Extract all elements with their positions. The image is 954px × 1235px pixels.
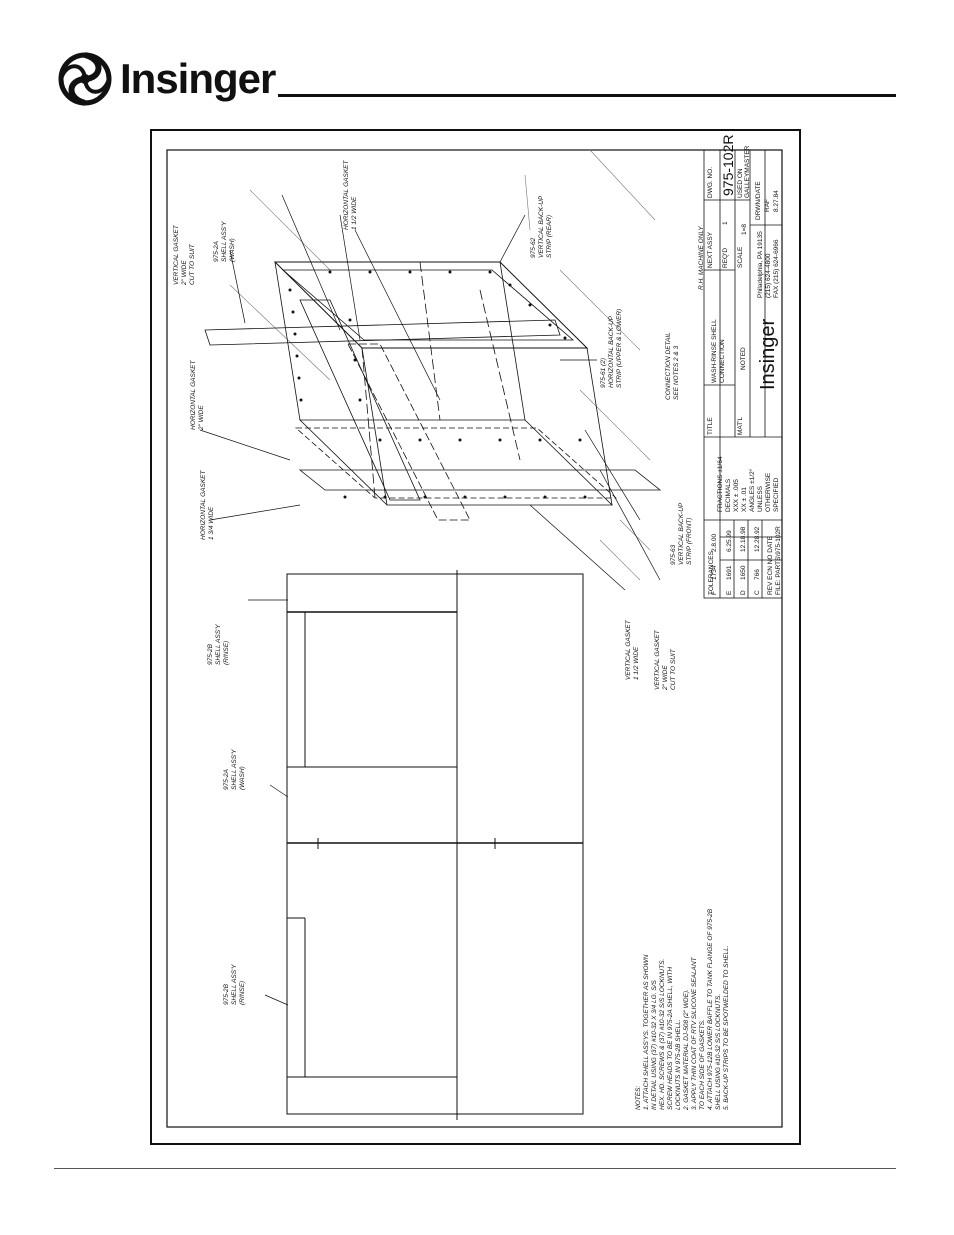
ecn-c: 766 (754, 569, 761, 580)
callout-connection-detail: CONNECTION DETAILSEE NOTES 2 & 3 (665, 332, 680, 400)
reqd-value: 1 (722, 221, 729, 225)
callout-shell-2a-top: 975-2ASHELL ASS'Y(WASH) (213, 221, 236, 262)
rev-e: E (726, 590, 733, 595)
callout-shell-2b-bottom: 975-2BSHELL ASS'Y(RINSE) (223, 964, 246, 1005)
rev-f: F (711, 591, 718, 595)
bolt-holes (288, 270, 587, 499)
scale-value: 1=8 (741, 224, 748, 235)
drawn-by: RAF (764, 199, 771, 212)
drawn-date: 8.27.84 (773, 190, 780, 212)
title-block (703, 149, 783, 599)
file-name: FILE: PARTS\975-102R (775, 526, 782, 595)
drawn-label: DRWN/DATE (755, 181, 762, 220)
date-e: 6.25.99 (726, 530, 733, 552)
date-f: 2.8.00 (711, 534, 718, 552)
reqd-label: REQ'D (722, 248, 729, 268)
title-value: WASH-RINSE SHELLCONNECTION (711, 319, 726, 383)
callout-horiz-gasket-112: HORIZONTAL GASKET1 1/2 WIDE (343, 160, 358, 230)
callout-labels: 975-2BSHELL ASS'Y(RINSE) 975-2ASHELL ASS… (173, 160, 705, 1005)
brand-name: Insinger (120, 55, 276, 102)
company-name: Insinger (757, 319, 779, 390)
swirl-logo-icon (58, 52, 112, 106)
dwg-no: 975-102R (720, 135, 736, 197)
ecn-e: 1691 (726, 565, 733, 580)
title-block-text: TOLERANCES FRACTIONS ±1/64DECIMALSXXX ± … (707, 135, 782, 596)
callout-strip-61: 975-61 (2)HORIZONTAL BACK-UPSTRIP (UPPER… (600, 309, 623, 388)
tolerances-label: TOLERANCES (708, 550, 715, 595)
title-label: TITLE (707, 417, 714, 435)
callout-horiz-gasket-134: HORIZONTAL GASKET1 3/4 WIDE (200, 470, 215, 540)
header-rule (278, 94, 896, 97)
callout-shell-2a-mid: 975-2ASHELL ASS'Y(WASH) (223, 749, 246, 790)
matl-value: NOTED (740, 347, 747, 370)
next-assy-label: NEXT ASSY (707, 231, 714, 268)
ecn-d: 1650 (740, 565, 747, 580)
callout-shell-2b-top: 975-2BSHELL ASS'Y(RINSE) (207, 624, 230, 665)
used-on-value: GALLEYMASTER (744, 145, 751, 198)
callout-vert-gasket-top: VERTICAL GASKET2" WIDECUT TO SUIT (173, 224, 196, 286)
tolerances-list: FRACTIONS ±1/64DECIMALSXXX ± .005XX ± .0… (717, 456, 780, 512)
inner-border (166, 149, 783, 1128)
callout-vert-gasket-112: VERTICAL GASKET1 1/2 WIDE (625, 619, 640, 680)
drawing-frame (150, 129, 801, 1145)
rh-machine-only: R.H. MACHINE ONLY (698, 226, 705, 290)
ecn-f: 1734 (711, 565, 718, 580)
matl-label: MAT'L (737, 417, 744, 435)
notes-block: NOTES:1. ATTACH SHELL ASS'YS. TOGETHER A… (635, 908, 730, 1111)
rev-d: D (740, 590, 747, 595)
rev-c: C (754, 590, 761, 595)
date-d: 12.18.98 (740, 526, 747, 552)
shell-side-view (286, 570, 584, 1120)
date-c: 12.28.92 (754, 526, 761, 552)
isometric-detail (199, 149, 662, 1006)
notes-text: NOTES:1. ATTACH SHELL ASS'YS. TOGETHER A… (635, 908, 730, 1111)
callout-strip-62: 975-62VERTICAL BACK-UPSTRIP (REAR) (530, 195, 553, 258)
company-address: Philadelphia, PA 19135(215) 624-4800FAX … (757, 231, 780, 298)
callout-strip-63: 975-63VERTICAL BACK-UPSTRIP (FRONT) (670, 502, 693, 565)
rev-header: REV ECN NO DATE (767, 535, 774, 595)
insinger-logo: Insinger (54, 48, 278, 110)
dwg-no-label: DWG. NO. (707, 167, 714, 198)
scale-label: SCALE (737, 246, 744, 268)
used-on-label: USED ON (737, 168, 744, 198)
callout-horiz-gasket-2: HORIZONTAL GASKET2" WIDE (190, 360, 205, 431)
footer-rule (54, 1168, 896, 1169)
callout-vert-gasket-2: VERTICAL GASKET2" WIDECUT TO SUIT (654, 629, 677, 691)
